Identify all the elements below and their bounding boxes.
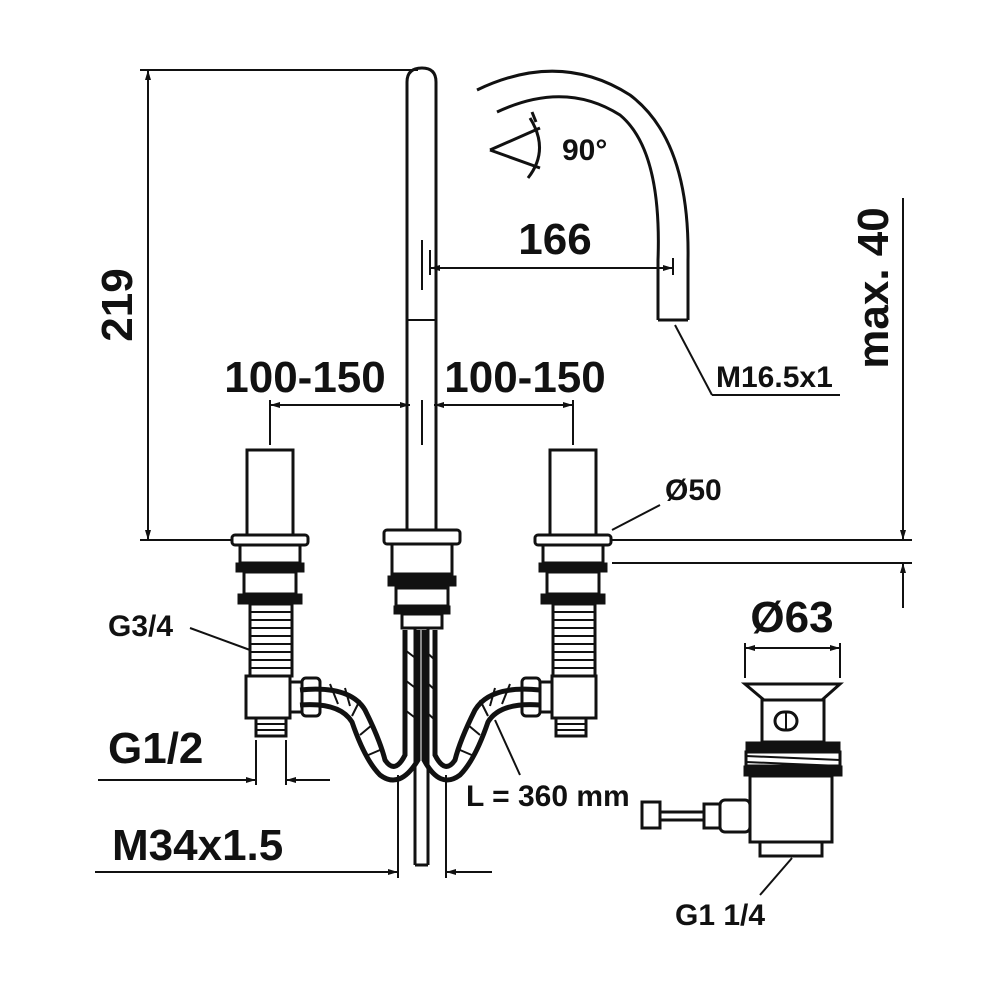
hoses	[299, 630, 541, 783]
spout	[382, 66, 462, 867]
inlet-thread-label: G1/2	[108, 724, 203, 773]
aerator-thread-label: M16.5x1	[716, 361, 833, 394]
spout-mount-thread-label: M34x1.5	[112, 821, 283, 870]
dimension-lines	[95, 69, 912, 896]
left-handle-valve	[230, 448, 322, 738]
hose-length-label: L = 360 mm	[466, 780, 630, 813]
handle-thread-label: G3/4	[108, 610, 173, 643]
drain-diameter-label: Ø63	[750, 593, 833, 642]
right-handle-valve	[520, 448, 613, 738]
spout-reach-label: 166	[518, 215, 591, 264]
height-label: 219	[93, 268, 142, 341]
rosette-diameter-label: Ø50	[665, 474, 722, 507]
drain-thread-label: G1 1/4	[675, 899, 765, 932]
pop-up-drain	[640, 682, 844, 858]
swivel-angle-label: 90°	[562, 134, 607, 167]
spout-swivel-view	[476, 69, 690, 322]
max-deck-thickness-label: max. 40	[849, 207, 898, 368]
spread-left-label: 100-150	[224, 353, 385, 402]
spread-right-label: 100-150	[444, 353, 605, 402]
